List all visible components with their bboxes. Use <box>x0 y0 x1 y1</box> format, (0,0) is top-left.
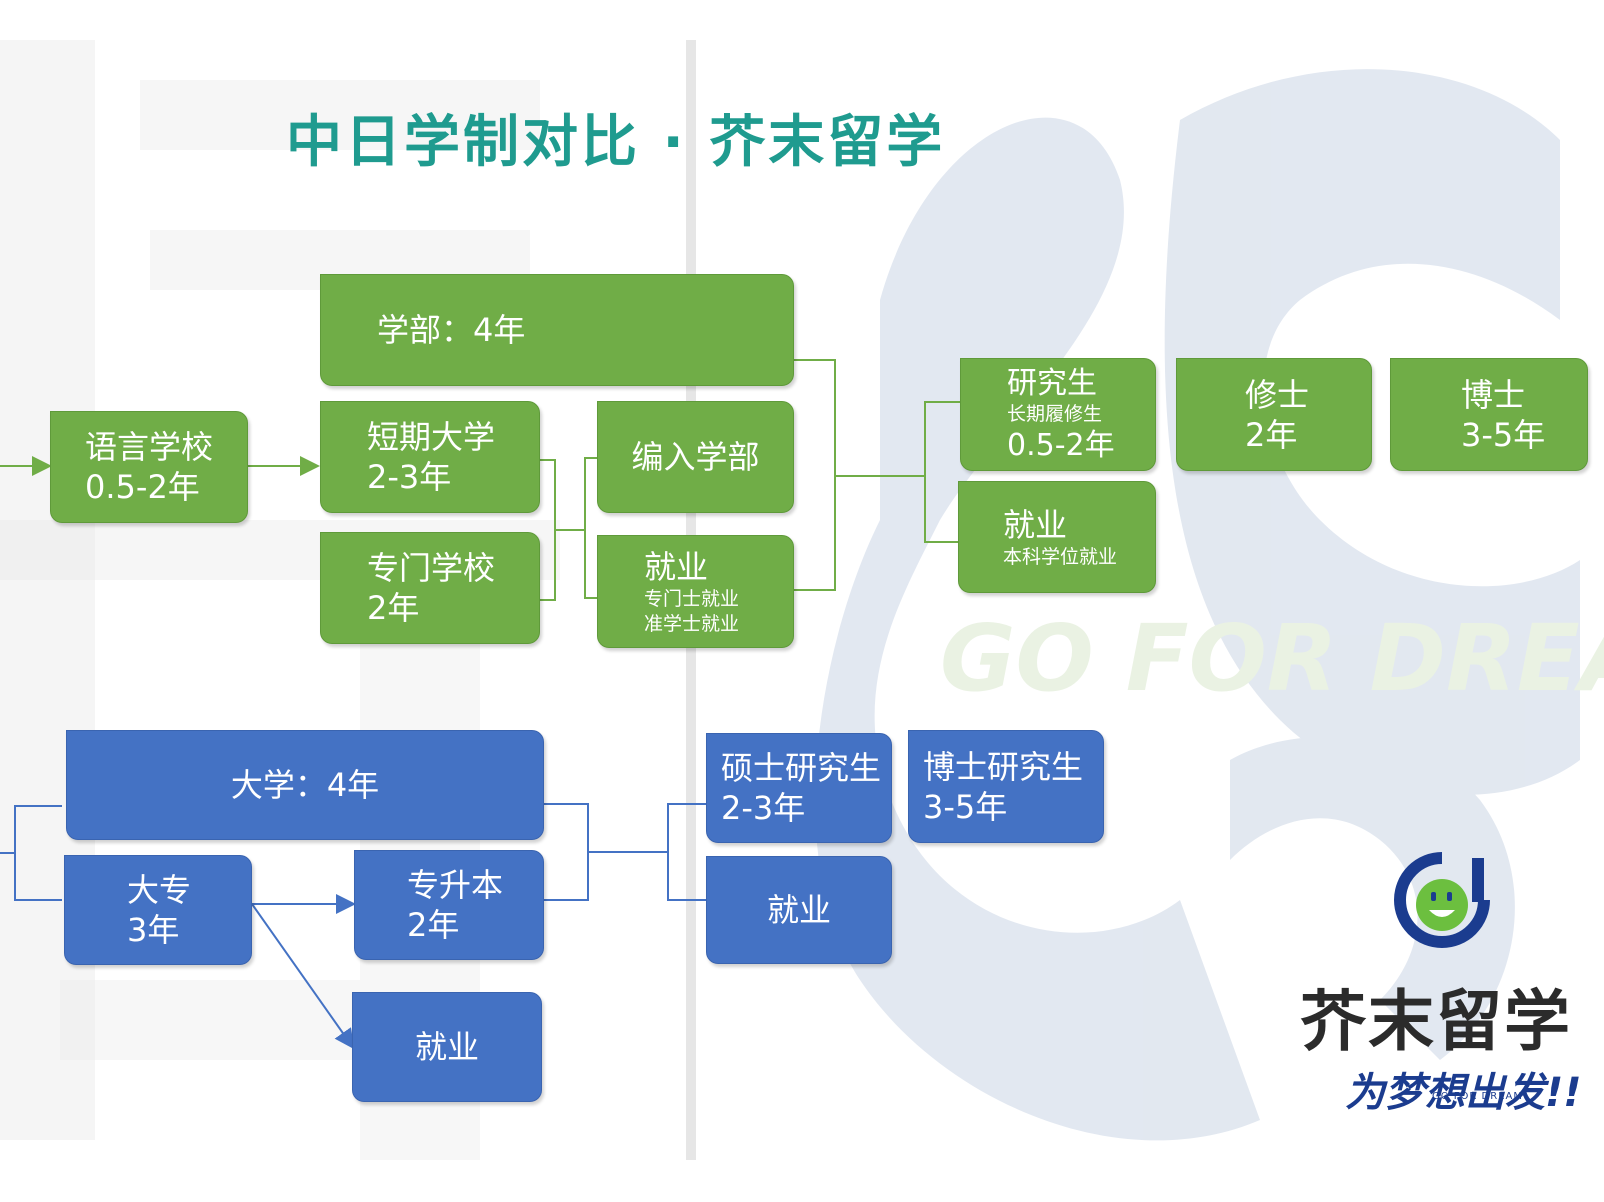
japan-senmon-years: 2年 <box>367 589 420 627</box>
logo-slogan-en: GO FOR DREAM <box>1432 1091 1523 1102</box>
japan-master-name: 修士 <box>1245 375 1310 414</box>
japan-language-school-name: 语言学校 <box>85 428 214 466</box>
china-job-box: 就业 <box>706 856 892 964</box>
japan-gakubu-label: 学部：4年 <box>377 311 526 349</box>
watermark-text: GO FOR DREAM <box>940 605 1604 712</box>
japan-tanki-box: 短期大学 2-3年 <box>320 401 540 513</box>
china-job-dazhuan-box: 就业 <box>352 992 542 1102</box>
china-university-box: 大学：4年 <box>66 730 544 840</box>
japan-job-diploma-title: 就业 <box>644 547 709 586</box>
japan-transfer-box: 编入学部 <box>597 401 794 513</box>
japan-doctor-years: 3-5年 <box>1461 415 1546 454</box>
china-upgrade-name: 专升本 <box>407 866 504 904</box>
china-master-years: 2-3年 <box>721 789 806 827</box>
japan-transfer-label: 编入学部 <box>631 438 760 476</box>
japan-language-school-years: 0.5-2年 <box>85 468 200 506</box>
japan-senmon-name: 专门学校 <box>367 549 496 587</box>
japan-research-sub: 长期履修生 <box>1007 403 1103 426</box>
japan-research-years: 0.5-2年 <box>1007 427 1115 463</box>
japan-master-box: 修士 2年 <box>1176 358 1372 471</box>
japan-language-school-box: 语言学校 0.5-2年 <box>50 411 248 523</box>
japan-tanki-years: 2-3年 <box>367 458 452 496</box>
japan-job-bachelor-title: 就业 <box>1003 505 1068 544</box>
japan-research-title: 研究生 <box>1007 365 1097 401</box>
china-dazhuan-years: 3年 <box>127 911 180 949</box>
china-upgrade-years: 2年 <box>407 906 460 944</box>
china-master-box: 硕士研究生 2-3年 <box>706 733 892 843</box>
japan-job-diploma-sub1: 专门士就业 <box>644 587 740 610</box>
china-job-dazhuan-label: 就业 <box>414 1028 479 1066</box>
japan-job-diploma-sub2: 准学士就业 <box>644 612 740 635</box>
china-university-label: 大学：4年 <box>230 766 380 804</box>
china-job-label: 就业 <box>766 891 831 929</box>
japan-job-bachelor-sub: 本科学位就业 <box>1003 545 1118 568</box>
japan-research-box: 研究生 长期履修生 0.5-2年 <box>960 358 1156 471</box>
japan-doctor-name: 博士 <box>1461 375 1526 414</box>
japan-tanki-name: 短期大学 <box>367 418 496 456</box>
china-doctor-name: 博士研究生 <box>923 747 1084 786</box>
japan-doctor-box: 博士 3-5年 <box>1390 358 1588 471</box>
japan-gakubu-box: 学部：4年 <box>320 274 794 386</box>
china-master-name: 硕士研究生 <box>721 749 882 787</box>
japan-job-bachelor-box: 就业 本科学位就业 <box>958 481 1156 593</box>
china-dazhuan-box: 大专 3年 <box>64 855 252 965</box>
logo-slogan: 为梦想出发!! <box>1345 1070 1582 1116</box>
japan-senmon-box: 专门学校 2年 <box>320 532 540 644</box>
china-doctor-years: 3-5年 <box>923 787 1008 826</box>
page-title: 中日学制对比 · 芥末留学 <box>286 110 946 175</box>
china-upgrade-box: 专升本 2年 <box>354 850 544 960</box>
japan-job-diploma-box: 就业 专门士就业 准学士就业 <box>597 535 794 648</box>
smiley-face-icon <box>1394 852 1490 948</box>
japan-master-years: 2年 <box>1245 415 1298 454</box>
china-doctor-box: 博士研究生 3-5年 <box>908 730 1104 843</box>
logo-brand-text: 芥末留学 <box>1300 983 1572 1060</box>
china-dazhuan-name: 大专 <box>127 871 192 909</box>
